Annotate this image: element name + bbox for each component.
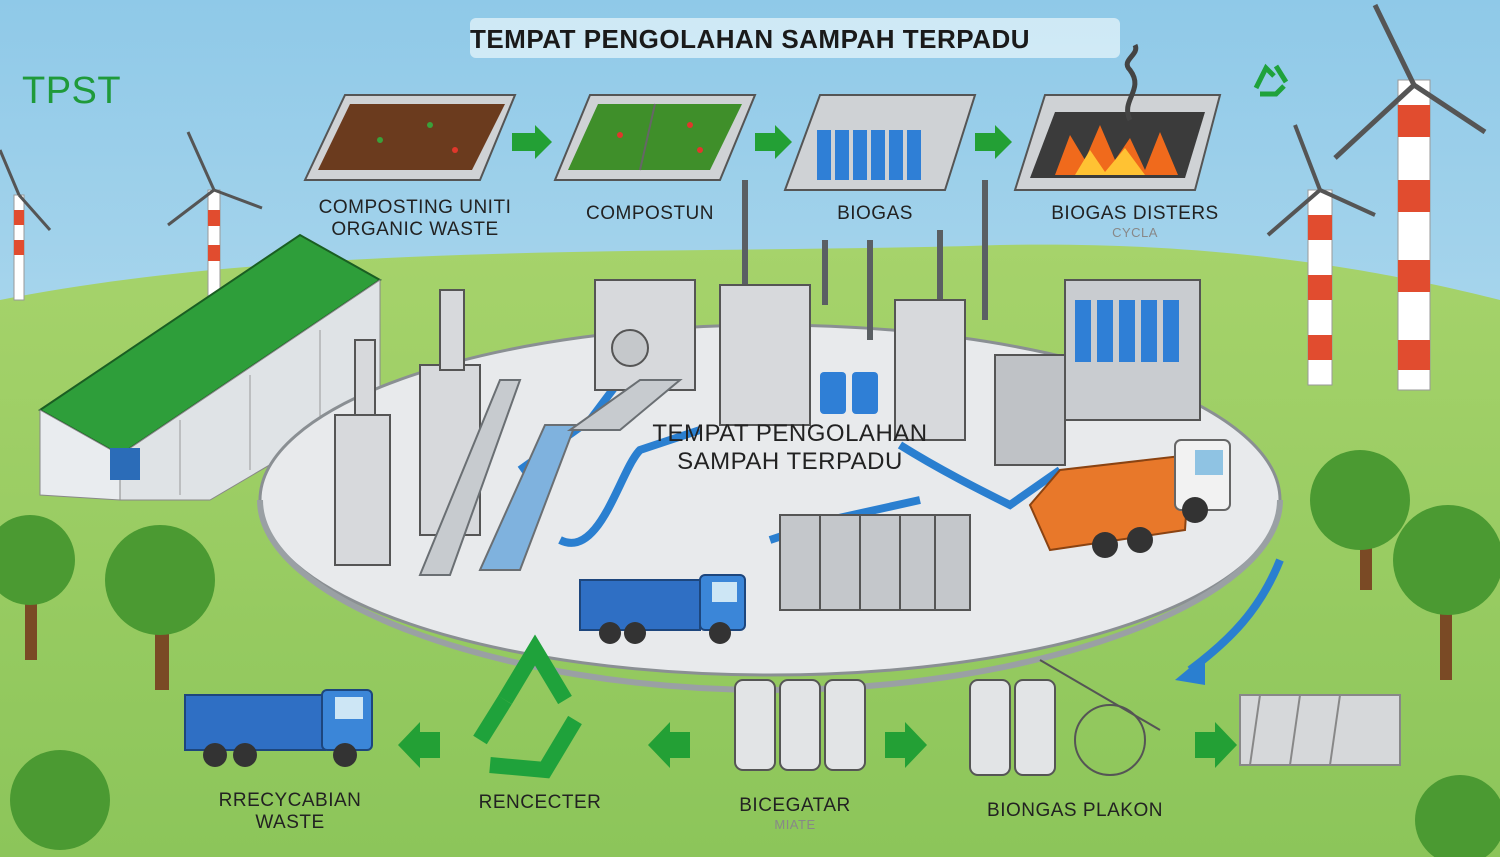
digester-fire-box — [1013, 43, 1222, 191]
bottom-label-biongas-plakon: BIONGAS PLAKON — [960, 800, 1190, 822]
brand-label: TPST — [22, 70, 122, 112]
recycle-icon — [1253, 63, 1289, 97]
blue-truck-bottom — [184, 689, 373, 767]
bottom-label-line: BICEGATAR — [739, 795, 851, 816]
digester-unit-faded — [1239, 694, 1401, 766]
top-label-line: COMPOSTING UNITI — [318, 197, 512, 218]
bottom-label-line: WASTE — [255, 812, 325, 833]
bottom-label-line: MIATE — [774, 817, 816, 832]
bottom-label-line: BIONGAS PLAKON — [987, 800, 1163, 821]
compost-bin-organic — [303, 94, 517, 181]
biogas-storage-building — [994, 279, 1201, 466]
plant-center-label: TEMPAT PENGOLAHAN SAMPAH TERPADU — [640, 420, 940, 476]
orange-dump-truck — [1028, 439, 1231, 558]
blue-truck-center — [579, 574, 746, 644]
bottom-label-line: RENCECTER — [478, 792, 602, 813]
conveyor-belts — [418, 379, 683, 576]
top-label-line: ORGANIC WASTE — [331, 219, 499, 240]
top-label-line: COMPOSTUN — [586, 203, 714, 224]
sorting-drum — [611, 329, 649, 367]
trees — [0, 450, 1500, 857]
top-label-composting-unit: COMPOSTING UNITI ORGANIC WASTE — [300, 197, 530, 241]
top-label-biogas-disters: BIOGAS DISTERS CYCLA — [1020, 203, 1250, 240]
plant-center-line: SAMPAH TERPADU — [677, 448, 903, 475]
bottom-flow-arrows — [398, 722, 1237, 768]
bottom-label-recycable-waste: RRECYCABIAN WASTE — [190, 790, 390, 834]
wind-turbine-tall — [1333, 3, 1487, 391]
recycle-symbol-large — [473, 634, 582, 779]
wind-turbine-mid — [1266, 124, 1376, 386]
bottom-label-rencecter: RENCECTER — [450, 792, 630, 814]
wind-turbine-left — [0, 149, 52, 301]
top-label-line: BIOGAS — [837, 203, 913, 224]
biogas-silos — [734, 679, 866, 771]
compost-bin-green — [553, 94, 757, 181]
top-label-compostun: COMPOSTUN — [560, 203, 740, 225]
processing-towers — [334, 279, 966, 566]
biogas-tank-box — [783, 94, 977, 191]
bottom-label-line: RRECYCABIAN — [218, 790, 362, 811]
return-flow-arrowhead — [1175, 655, 1205, 685]
top-label-line: BIOGAS DISTERS — [1051, 203, 1219, 224]
top-label-biogas: BIOGAS — [800, 203, 950, 225]
biogas-plant — [969, 659, 1161, 776]
warehouse-door — [110, 448, 140, 480]
smoke — [1124, 43, 1139, 122]
page-title: TEMPAT PENGOLAHAN SAMPAH TERPADU — [469, 24, 1031, 54]
storage-containers — [779, 514, 971, 611]
top-label-line: CYCLA — [1112, 225, 1158, 240]
plant-center-line: TEMPAT PENGOLAHAN — [652, 420, 928, 447]
top-flow-arrows — [512, 125, 1012, 159]
bottom-label-bicegatar: BICEGATAR MIATE — [710, 795, 880, 832]
title-banner — [470, 18, 1120, 58]
warehouse — [38, 233, 382, 501]
blue-drums — [820, 372, 878, 414]
